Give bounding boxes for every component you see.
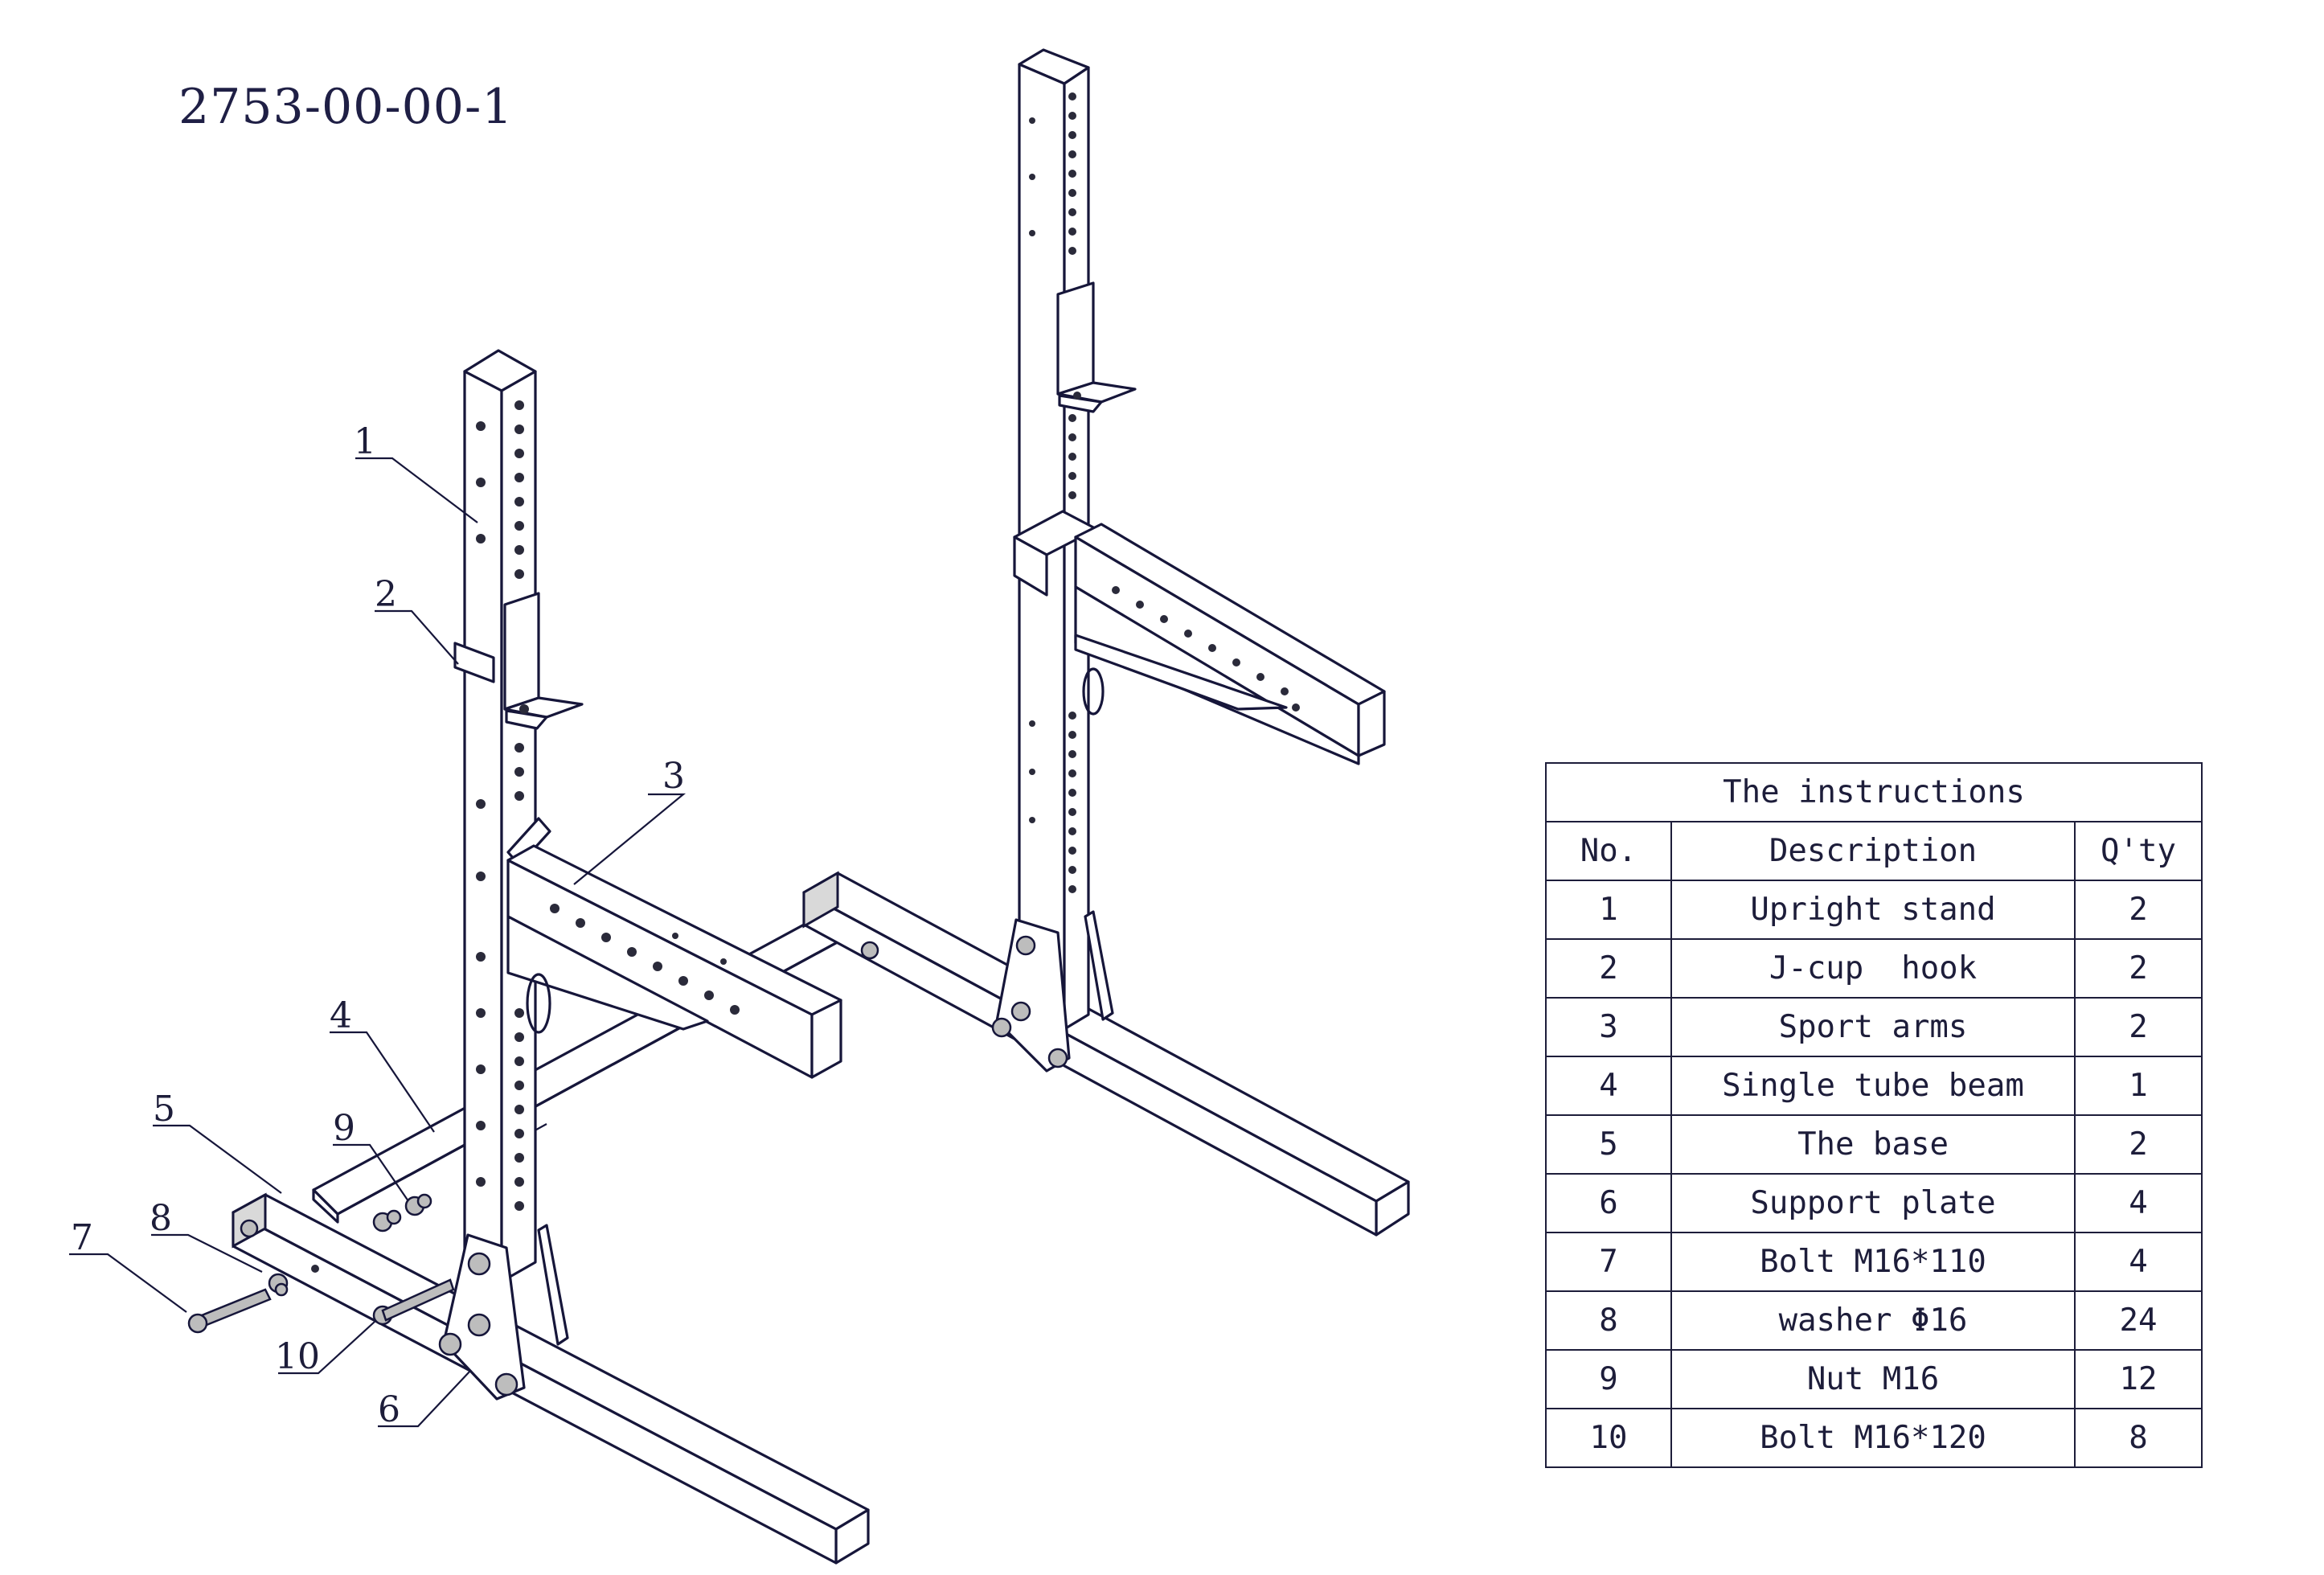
row-no: 4 xyxy=(1545,1056,1672,1116)
table-title: The instructions xyxy=(1544,762,2203,822)
left-sport-arm xyxy=(506,817,842,1079)
callout-2: 2 xyxy=(375,574,397,615)
row-qty: 2 xyxy=(2073,1114,2203,1175)
callout-4: 4 xyxy=(330,995,352,1036)
table-row: 8 washer Φ16 24 xyxy=(1545,1290,2203,1351)
drawing-number: 2753-00-00-1 xyxy=(178,79,514,135)
callout-7: 7 xyxy=(71,1217,93,1258)
left-upright-holes xyxy=(476,400,524,1211)
row-description: Bolt M16*120 xyxy=(1670,1408,2076,1468)
row-no: 8 xyxy=(1545,1290,1672,1351)
row-description: Single tube beam xyxy=(1670,1056,2076,1116)
callout-5: 5 xyxy=(153,1089,175,1130)
left-j-cup-hook xyxy=(453,592,584,730)
table-row: 2 J-cup hook 2 xyxy=(1545,938,2203,999)
row-no: 2 xyxy=(1545,938,1672,999)
row-no: 5 xyxy=(1545,1114,1672,1175)
row-no: 3 xyxy=(1545,997,1672,1057)
left-base xyxy=(232,1192,870,1565)
row-description: washer Φ16 xyxy=(1670,1290,2076,1351)
row-qty: 2 xyxy=(2073,938,2203,999)
row-description: Bolt M16*110 xyxy=(1670,1232,2076,1292)
row-no: 7 xyxy=(1545,1232,1672,1292)
table-row: 9 Nut M16 12 xyxy=(1545,1349,2203,1409)
row-qty: 4 xyxy=(2073,1232,2203,1292)
table-title-row: The instructions xyxy=(1544,762,2203,822)
row-no: 6 xyxy=(1545,1173,1672,1233)
callout-3: 3 xyxy=(662,756,685,797)
callout-6: 6 xyxy=(378,1389,400,1430)
row-description: Sport arms xyxy=(1670,997,2076,1057)
right-upright-holes xyxy=(1029,92,1076,893)
right-support-plates xyxy=(991,910,1114,1073)
row-qty: 12 xyxy=(2073,1349,2203,1409)
table-row: 10 Bolt M16*120 8 xyxy=(1545,1408,2203,1468)
callout-labels: 1 2 3 4 5 9 7 8 10 6 xyxy=(71,421,685,1430)
callout-leaders xyxy=(69,457,687,1428)
table-header-row: No. Description Q'ty xyxy=(1545,821,2203,881)
row-no: 9 xyxy=(1545,1349,1672,1409)
row-qty: 1 xyxy=(2073,1056,2203,1116)
row-qty: 8 xyxy=(2073,1408,2203,1468)
table-row: 1 Upright stand 2 xyxy=(1545,880,2203,940)
right-sport-arm xyxy=(1013,510,1386,765)
table-row: 4 Single tube beam 1 xyxy=(1545,1056,2203,1116)
row-description: Upright stand xyxy=(1670,880,2076,940)
row-qty: 24 xyxy=(2073,1290,2203,1351)
callout-8: 8 xyxy=(150,1198,172,1239)
row-qty: 2 xyxy=(2073,880,2203,940)
callout-10: 10 xyxy=(275,1336,320,1377)
row-qty: 2 xyxy=(2073,997,2203,1057)
header-no: No. xyxy=(1545,821,1672,881)
callout-9: 9 xyxy=(333,1108,355,1149)
left-support-plates xyxy=(438,1224,569,1401)
table-row: 5 The base 2 xyxy=(1545,1114,2203,1175)
header-description: Description xyxy=(1670,821,2076,881)
header-qty: Q'ty xyxy=(2073,821,2203,881)
parts-instructions-table: The instructions No. Description Q'ty 1 … xyxy=(1544,762,2203,1468)
row-no: 1 xyxy=(1545,880,1672,940)
table-row: 3 Sport arms 2 xyxy=(1545,997,2203,1057)
table-row: 6 Support plate 4 xyxy=(1545,1173,2203,1233)
row-qty: 4 xyxy=(2073,1173,2203,1233)
right-base xyxy=(802,871,1410,1237)
row-description: The base xyxy=(1670,1114,2076,1175)
row-no: 10 xyxy=(1545,1408,1672,1468)
right-j-cup-hook xyxy=(1056,281,1137,413)
table-row: 7 Bolt M16*110 4 xyxy=(1545,1232,2203,1292)
row-description: Nut M16 xyxy=(1670,1349,2076,1409)
left-upright-stand xyxy=(463,349,537,1283)
exploded-hardware xyxy=(187,1193,455,1334)
callout-1: 1 xyxy=(354,421,376,462)
row-description: Support plate xyxy=(1670,1173,2076,1233)
row-description: J-cup hook xyxy=(1670,938,2076,999)
